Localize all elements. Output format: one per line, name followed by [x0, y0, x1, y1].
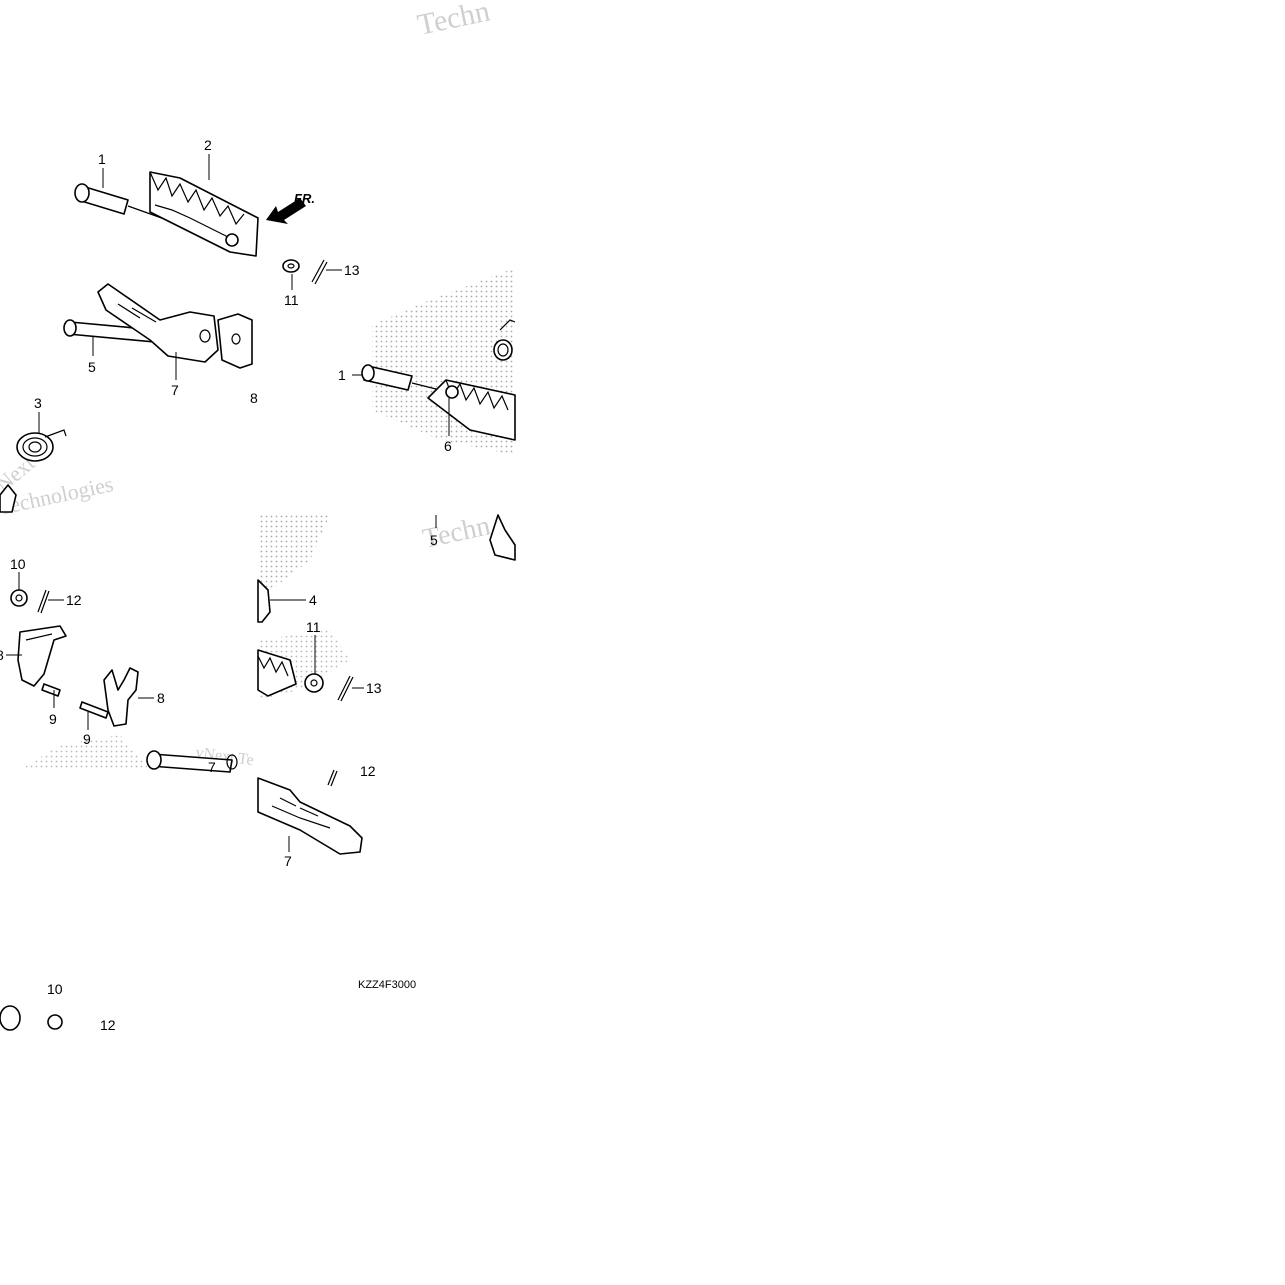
callout-11: 11: [284, 292, 299, 308]
callout-9: 9: [83, 731, 91, 747]
leader-lines: [6, 154, 450, 852]
washer-part: [282, 259, 300, 273]
cotter-pin-part: [311, 259, 328, 285]
callout-4: 4: [309, 592, 317, 608]
callout-12: 12: [100, 1017, 116, 1033]
callout-1: 1: [338, 367, 346, 383]
callout-3: 3: [34, 395, 42, 411]
callout-12: 12: [66, 592, 82, 608]
pin-part: [361, 364, 441, 391]
callout-5: 5: [430, 532, 438, 548]
bracket-fragment-part: [0, 484, 17, 513]
bolt-part: [41, 683, 61, 697]
washer-part: [0, 1005, 63, 1031]
stipple-shading: [20, 268, 515, 770]
footpeg-bracket-part: [257, 777, 363, 855]
bolt-part: [79, 701, 109, 719]
callout-1: 1: [98, 151, 106, 167]
callout-11: 11: [306, 619, 321, 635]
mount-bracket-part: [17, 625, 67, 687]
callout-9: 9: [49, 711, 57, 727]
pin-part: [146, 750, 238, 773]
diagram-code: KZZ4F3000: [358, 979, 416, 991]
washer-part: [304, 673, 324, 693]
callout-8: 8: [0, 647, 4, 663]
mount-bracket-part: [103, 667, 139, 727]
cotter-pin-part: [327, 769, 338, 787]
spring-part: [16, 429, 67, 462]
callout-2: 2: [204, 137, 212, 153]
footpeg-part: [427, 379, 516, 441]
front-arrow-icon: FR.: [266, 191, 315, 224]
callout-7: 7: [171, 382, 179, 398]
callout-7: 7: [208, 759, 216, 775]
cotter-pin-part: [37, 589, 50, 614]
callout-13: 13: [344, 262, 360, 278]
callout-labels: 1 2 13 11 5 7 8 1 6 3 5 10 12 4 11 13 9 …: [0, 137, 452, 1033]
callout-10: 10: [10, 556, 26, 572]
callout-8: 8: [250, 390, 258, 406]
cotter-pin-part: [337, 675, 354, 702]
front-marker-label: FR.: [294, 191, 315, 206]
washer-part: [10, 589, 28, 607]
callout-8: 8: [157, 690, 165, 706]
callout-12: 12: [360, 763, 376, 779]
callout-10: 10: [47, 981, 63, 997]
bracket-fragment-part: [489, 514, 516, 561]
spring-part: [257, 579, 271, 623]
spring-part: [493, 319, 516, 361]
callout-7: 7: [284, 853, 292, 869]
callout-6: 6: [444, 438, 452, 454]
footpeg-part: [257, 649, 297, 697]
footpeg-part: [149, 171, 259, 257]
callout-5: 5: [88, 359, 96, 375]
watermark-text: Techn: [415, 0, 493, 42]
callout-13: 13: [366, 680, 382, 696]
footpeg-bracket-part: [97, 283, 253, 369]
